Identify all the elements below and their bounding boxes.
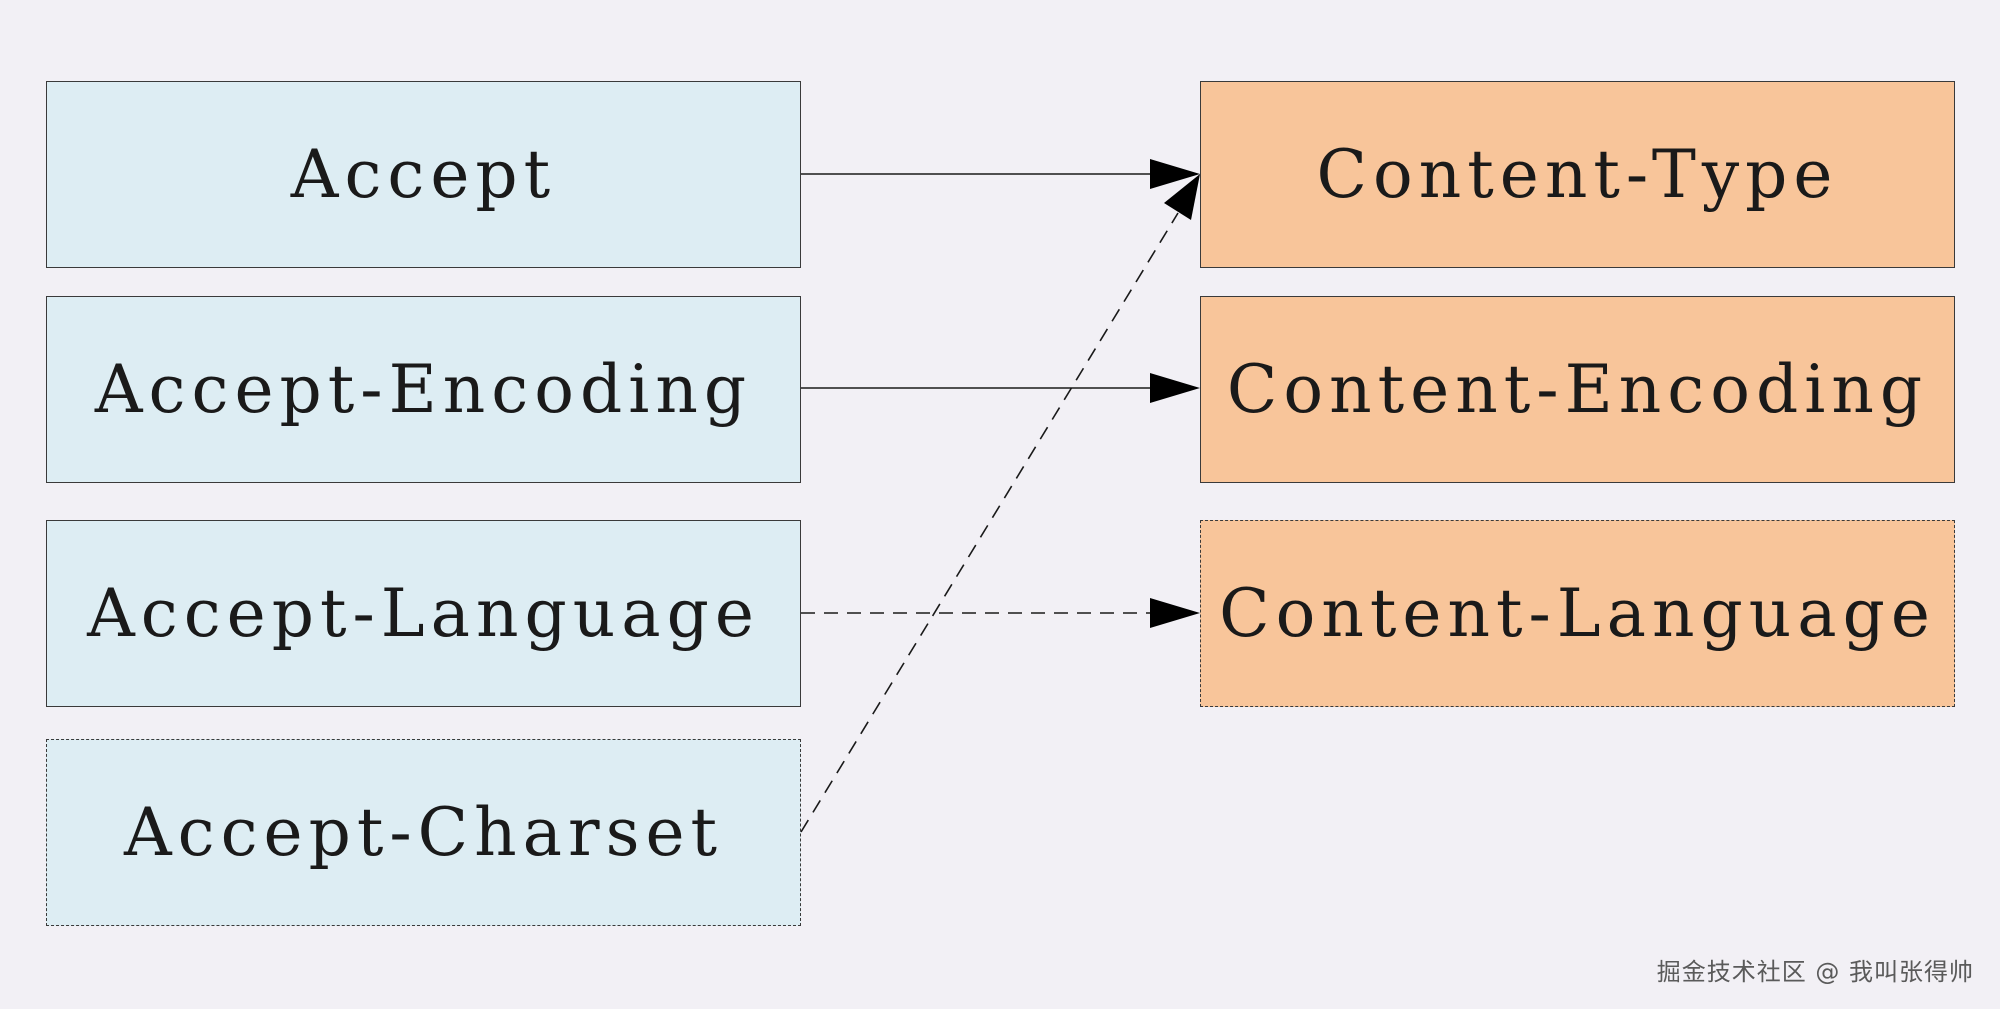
response-header-content-language-label: Content-Language	[1219, 575, 1936, 652]
watermark: 掘金技术社区 @ 我叫张得帅	[1656, 958, 1974, 986]
arrowhead-content-encoding	[1150, 373, 1200, 403]
arrowhead-content-type-charset	[1164, 174, 1200, 220]
request-header-accept-encoding: Accept-Encoding	[46, 296, 801, 483]
response-header-content-encoding-label: Content-Encoding	[1226, 351, 1929, 428]
response-header-content-type: Content-Type	[1200, 81, 1955, 268]
request-header-accept-charset-label: Accept-Charset	[123, 794, 724, 871]
request-header-accept-charset: Accept-Charset	[46, 739, 801, 926]
request-header-accept-encoding-label: Accept-Encoding	[94, 351, 753, 428]
request-header-accept-language: Accept-Language	[46, 520, 801, 707]
request-header-accept: Accept	[46, 81, 801, 268]
connector-accept-charset-to-content-type	[800, 212, 1179, 833]
arrowhead-content-language	[1150, 598, 1200, 628]
request-header-accept-label: Accept	[290, 136, 557, 213]
arrowhead-content-type	[1150, 159, 1200, 189]
request-header-accept-language-label: Accept-Language	[87, 575, 760, 652]
response-header-content-type-label: Content-Type	[1316, 136, 1839, 213]
response-header-content-encoding: Content-Encoding	[1200, 296, 1955, 483]
response-header-content-language: Content-Language	[1200, 520, 1955, 707]
